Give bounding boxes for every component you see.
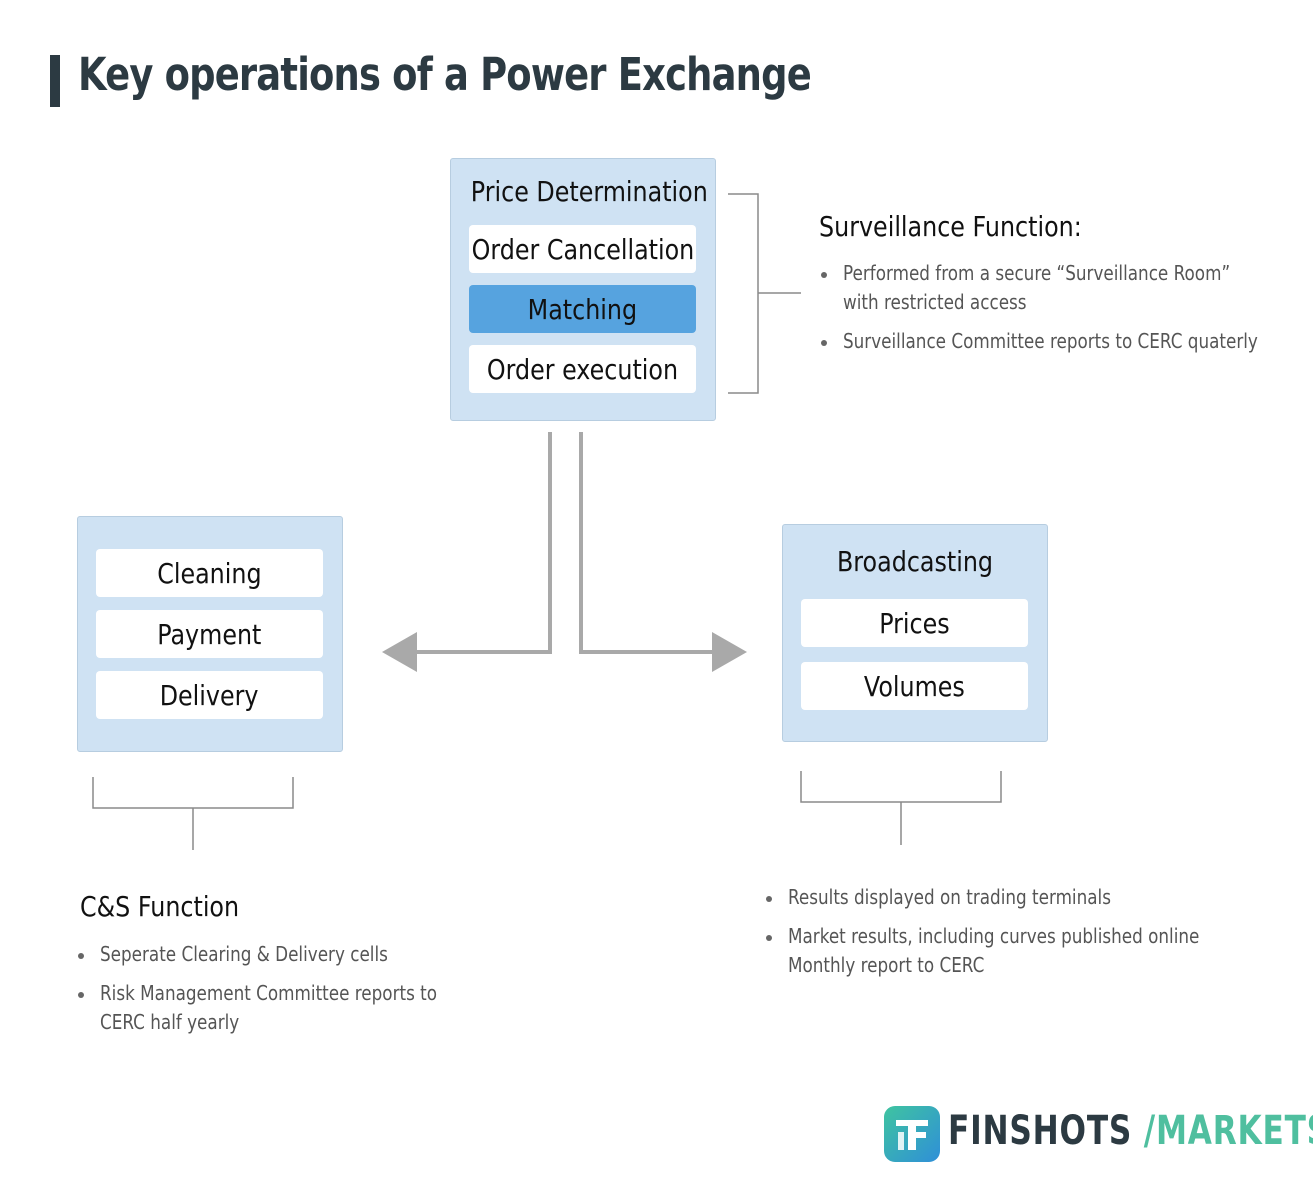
prices-box: Prices	[801, 599, 1028, 647]
surveillance-bullet: Performed from a secure “Surveillance Ro…	[819, 259, 1313, 317]
left-arrow-head	[382, 632, 417, 672]
order-execution-label: Order execution	[486, 352, 679, 386]
cs-bullet: Seperate Clearing & Delivery cells	[76, 940, 501, 969]
surveillance-bracket	[728, 193, 801, 394]
volumes-label: Volumes	[864, 669, 965, 703]
bullet-line: Surveillance Committee reports to CERC q…	[843, 329, 1258, 353]
bullet-line: with restricted access	[843, 290, 1027, 314]
logo-suffix: /MARKETS	[1143, 1108, 1313, 1154]
prices-label: Prices	[879, 606, 950, 640]
page-title: Key operations of a Power Exchange	[78, 48, 812, 101]
cs-heading: C&S Function	[80, 890, 240, 923]
surveillance-bullet: Surveillance Committee reports to CERC q…	[819, 327, 1313, 356]
broadcasting-title: Broadcasting	[836, 545, 994, 578]
surveillance-bullets: Performed from a secure “Surveillance Ro…	[819, 259, 1313, 366]
cs-bullet: Risk Management Committee reports to CER…	[76, 979, 501, 1037]
surveillance-heading: Surveillance Function:	[819, 210, 1082, 243]
broadcast-bullets: Results displayed on trading terminals M…	[764, 883, 1278, 990]
bullet-line: Monthly report to CERC	[788, 953, 985, 977]
cs-bullets: Seperate Clearing & Delivery cells Risk …	[76, 940, 501, 1047]
order-cancellation-box: Order Cancellation	[469, 225, 696, 273]
broadcast-bullet: Results displayed on trading terminals	[764, 883, 1278, 912]
cleaning-box: Cleaning	[96, 549, 323, 597]
matching-label: Matching	[527, 292, 638, 326]
order-cancellation-label: Order Cancellation	[471, 232, 694, 266]
cleaning-label: Cleaning	[157, 556, 262, 590]
payment-label: Payment	[157, 617, 262, 651]
right-arrow-head	[712, 632, 747, 672]
clearing-settlement-panel: Cleaning Payment Delivery	[77, 516, 343, 752]
finshots-logo-icon	[884, 1106, 940, 1162]
price-determination-title: Price Determination	[470, 175, 708, 208]
price-determination-panel: Price Determination Order Cancellation M…	[450, 158, 716, 421]
broadcast-bullet: Market results, including curves publish…	[764, 922, 1278, 980]
delivery-label: Delivery	[160, 678, 259, 712]
bullet-line: Risk Management Committee reports to	[100, 981, 438, 1005]
order-execution-box: Order execution	[469, 345, 696, 393]
logo-brand: FINSHOTS	[948, 1108, 1133, 1154]
logo-brand-text: FINSHOTS /MARKETS	[948, 1108, 1313, 1154]
bullet-line: CERC half yearly	[100, 1010, 240, 1034]
cs-bracket	[92, 777, 294, 850]
bullet-line: Performed from a secure “Surveillance Ro…	[843, 261, 1231, 285]
matching-box: Matching	[469, 285, 696, 333]
bullet-line: Market results, including curves publish…	[788, 924, 1200, 948]
connector-to-left	[410, 432, 552, 654]
bullet-line: Seperate Clearing & Delivery cells	[100, 942, 388, 966]
volumes-box: Volumes	[801, 662, 1028, 710]
title-accent-bar	[50, 55, 60, 107]
payment-box: Payment	[96, 610, 323, 658]
delivery-box: Delivery	[96, 671, 323, 719]
broadcast-bracket	[800, 771, 1002, 845]
bullet-line: Results displayed on trading terminals	[788, 885, 1111, 909]
broadcasting-panel: Broadcasting Prices Volumes	[782, 524, 1048, 742]
connector-to-right	[579, 432, 718, 654]
